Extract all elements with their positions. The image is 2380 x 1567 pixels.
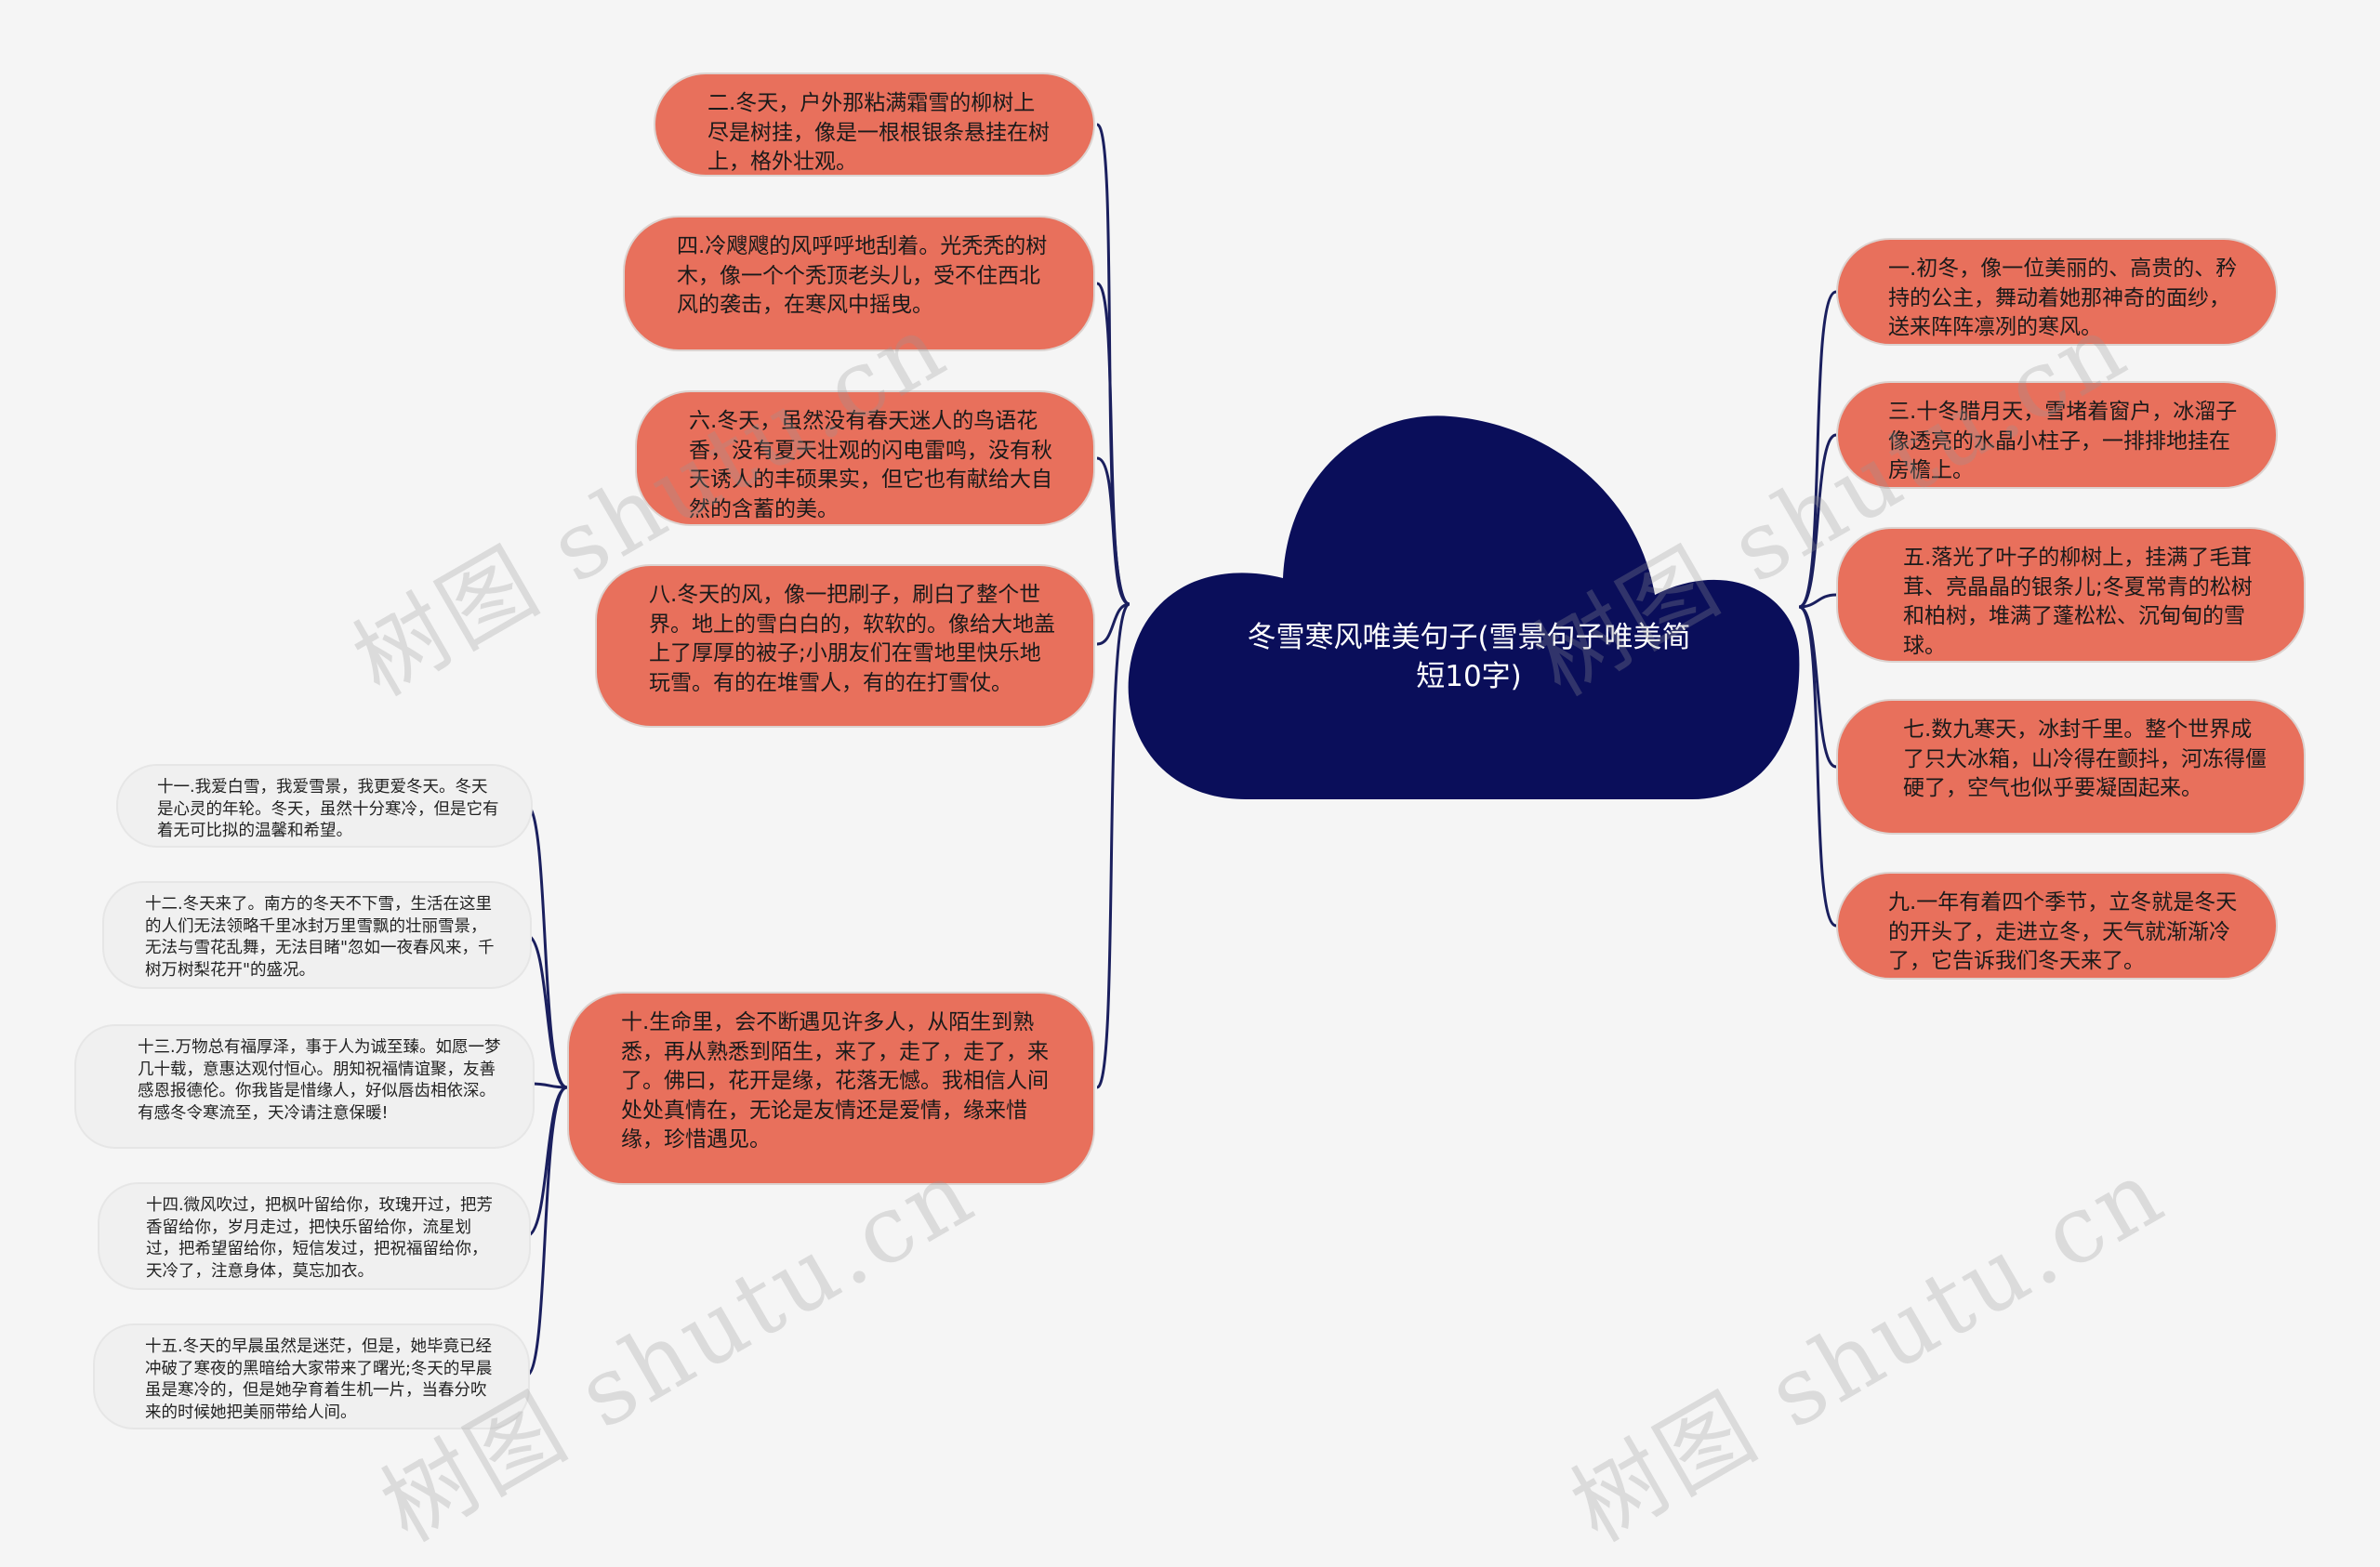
connector-sub-5 bbox=[525, 1086, 568, 1377]
connector-left-2 bbox=[1096, 282, 1130, 606]
topic-node-9[interactable]: 九.一年有着四个季节，立冬就是冬天的开头了，走进立冬，天气就渐渐冷了，它告诉我们… bbox=[1836, 872, 2278, 980]
subtopic-node-15[interactable]: 十五.冬天的早晨虽然是迷茫，但是，她毕竟已经冲破了寒夜的黑暗给大家带来了曙光;冬… bbox=[93, 1323, 530, 1429]
topic-node-5[interactable]: 五.落光了叶子的柳树上，挂满了毛茸茸、亮晶晶的银条儿;冬夏常青的松树和柏树，堆满… bbox=[1836, 527, 2306, 663]
topic-node-8[interactable]: 八.冬天的风，像一把刷子，刷白了整个世界。地上的雪白白的，软软的。像给大地盖上了… bbox=[595, 564, 1095, 728]
subtopic-node-14[interactable]: 十四.微风吹过，把枫叶留给你，玫瑰开过，把芳香留给你，岁月走过，把快乐留给你，流… bbox=[98, 1182, 531, 1290]
topic-node-1[interactable]: 一.初冬，像一位美丽的、高贵的、矜持的公主，舞动着她那神奇的面纱，送来阵阵凛冽的… bbox=[1836, 238, 2278, 346]
topic-node-6[interactable]: 六.冬天，虽然没有春天迷人的鸟语花香，没有夏天壮观的闪电雷鸣，没有秋天诱人的丰硕… bbox=[635, 390, 1095, 526]
topic-node-10[interactable]: 十.生命里，会不断遇见许多人，从陌生到熟悉，再从熟悉到陌生，来了，走了，走了，来… bbox=[567, 992, 1095, 1185]
connector-left-5 bbox=[1095, 602, 1130, 1089]
topic-node-2[interactable]: 二.冬天，户外那粘满霜雪的柳树上尽是树挂，像是一根根银条悬挂在树上，格外壮观。 bbox=[654, 72, 1095, 177]
connector-left-3 bbox=[1096, 456, 1130, 606]
connector-right-2 bbox=[1798, 433, 1837, 609]
center-topic-title[interactable]: 冬雪寒风唯美句子(雪景句子唯美简短10字) bbox=[1247, 621, 1691, 693]
connector-sub-2 bbox=[525, 933, 568, 1089]
subtopic-node-13[interactable]: 十三.万物总有福厚泽，事于人为诚至臻。如愿一梦几十载，意惠达观付恒心。朋知祝福情… bbox=[74, 1024, 535, 1149]
connector-right-3 bbox=[1798, 593, 1837, 609]
connector-right-1 bbox=[1798, 290, 1837, 609]
topic-node-3[interactable]: 三.十冬腊月天，雪堵着窗户，冰溜子像透亮的水晶小柱子，一排排地挂在房檐上。 bbox=[1836, 381, 2278, 489]
topic-node-4[interactable]: 四.冷飕飕的风呼呼地刮着。光秃秃的树木，像一个个秃顶老头儿，受不住西北风的袭击，… bbox=[623, 216, 1095, 351]
subtopic-node-12[interactable]: 十二.冬天来了。南方的冬天不下雪，生活在这里的人们无法领略千里冰封万里雪飘的壮丽… bbox=[102, 881, 532, 989]
connector-lines bbox=[525, 123, 1837, 1377]
center-cloud bbox=[1128, 415, 1800, 799]
subtopic-node-11[interactable]: 十一.我爱白雪，我爱雪景，我更爱冬天。冬天是心灵的年轮。冬天，虽然十分寒冷，但是… bbox=[116, 764, 533, 848]
connector-right-5 bbox=[1798, 605, 1837, 928]
topic-node-7[interactable]: 七.数九寒天，冰封千里。整个世界成了只大冰箱，山冷得在颤抖，河冻得僵硬了，空气也… bbox=[1836, 699, 2306, 835]
connector-left-4 bbox=[1096, 602, 1130, 646]
mindmap-canvas bbox=[525, 123, 1837, 1377]
connector-sub-1 bbox=[525, 803, 568, 1089]
